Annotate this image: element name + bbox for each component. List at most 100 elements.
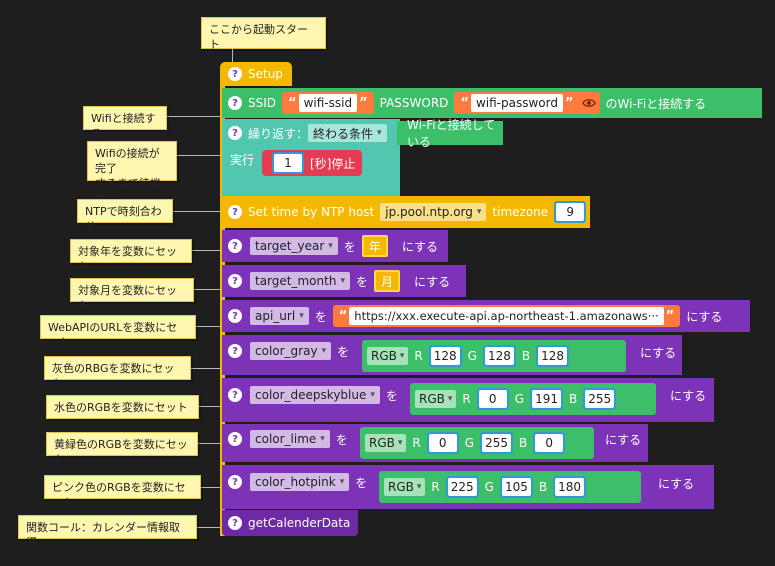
variable-dropdown[interactable]: color_deepskyblue [250, 386, 380, 404]
eye-icon[interactable] [581, 96, 596, 110]
wifi-connect-block[interactable]: ? SSID “wifi-ssid” PASSWORD “wifi-passwo… [222, 88, 762, 118]
rgb-dropdown[interactable]: RGB [365, 434, 407, 452]
help-icon[interactable]: ? [228, 344, 242, 358]
set-target-year-block[interactable]: ? target_year を 年 にする [222, 230, 448, 262]
g-value[interactable]: 191 [532, 390, 561, 408]
repeat-header: ? 繰り返す： 終わる条件 [222, 121, 387, 145]
g-value[interactable]: 105 [501, 478, 531, 496]
note-pink[interactable]: ピンク色のRGBを変数にセット [44, 475, 201, 509]
r-value[interactable]: 0 [478, 390, 507, 408]
b-value[interactable]: 128 [538, 347, 568, 365]
password-string[interactable]: “wifi-password” [454, 92, 600, 114]
note-year[interactable]: 対象年を変数にセット [70, 239, 192, 273]
b-value[interactable]: 0 [535, 434, 564, 452]
to-label: を [355, 274, 368, 289]
to-label: を [314, 309, 327, 324]
ntp-block[interactable]: ? Set time by NTP host jp.pool.ntp.org t… [222, 196, 590, 228]
r-label: R [412, 436, 421, 450]
year-value-block[interactable]: 年 [361, 235, 388, 257]
variable-dropdown[interactable]: color_lime [250, 430, 330, 448]
help-icon[interactable]: ? [228, 96, 242, 110]
api-url-string[interactable]: “https://xxx.execute-api.ap-northeast-1.… [332, 305, 681, 327]
variable-dropdown[interactable]: target_month [250, 272, 350, 290]
setup-block[interactable]: ? Setup [220, 62, 292, 86]
repeat-mode-dropdown[interactable]: 終わる条件 [308, 124, 387, 142]
to-label: を [355, 475, 368, 490]
get-calender-data-call[interactable]: ? getCalenderData [222, 510, 358, 536]
b-value[interactable]: 255 [585, 390, 615, 408]
b-value[interactable]: 180 [555, 478, 585, 496]
help-icon[interactable]: ? [228, 126, 242, 140]
start-comment[interactable]: ここから起動スタート [201, 17, 326, 51]
rgb-block-lime[interactable]: RGB R 0 G 255 B 0 [360, 427, 594, 459]
variable-dropdown[interactable]: target_year [250, 237, 338, 255]
rgb-dropdown[interactable]: RGB [367, 347, 409, 365]
note-gray[interactable]: 灰色のRBGを変数にセット [44, 356, 191, 390]
set-api-url-block[interactable]: ? api_url を “https://xxx.execute-api.ap-… [222, 300, 750, 332]
r-value[interactable]: 0 [428, 434, 457, 452]
help-icon[interactable]: ? [228, 205, 242, 219]
wifi-suffix: のWi-Fiと接続する [605, 96, 707, 111]
note-wait[interactable]: Wifiの接続が完了 するまで待機する [87, 141, 177, 205]
note-lime[interactable]: 黄緑色のRGBを変数にセット [46, 432, 198, 466]
r-label: R [431, 480, 440, 494]
b-label: B [518, 436, 528, 450]
help-icon[interactable]: ? [228, 388, 242, 402]
timezone-number[interactable]: 9 [554, 201, 587, 223]
color-deepskyblue-row: ? color_deepskyblue を [228, 386, 404, 404]
note-url[interactable]: WebAPIのURLを変数にセット [40, 315, 196, 349]
g-label: G [484, 480, 494, 494]
g-label: G [467, 349, 477, 363]
r-value[interactable]: 128 [430, 347, 460, 365]
rgb-dropdown[interactable]: RGB [384, 478, 426, 496]
variable-dropdown[interactable]: api_url [250, 307, 309, 325]
set-target-month-block[interactable]: ? target_month を 月 にする [222, 265, 466, 297]
timezone-label: timezone [492, 205, 549, 219]
r-value[interactable]: 225 [447, 478, 477, 496]
rgb-block-hotpink[interactable]: RGB R 225 G 105 B 180 [379, 471, 641, 503]
g-value[interactable]: 255 [482, 434, 511, 452]
b-label: B [538, 480, 548, 494]
g-value[interactable]: 128 [484, 347, 514, 365]
condition-label: Wi-Fiと接続している [407, 118, 496, 149]
color-gray-row: ? color_gray を [228, 342, 355, 360]
help-icon[interactable]: ? [228, 274, 242, 288]
do-label: 実行 [226, 150, 255, 168]
call-label: getCalenderData [248, 516, 351, 530]
wifi-connected-condition[interactable]: Wi-Fiと接続している [397, 118, 503, 149]
ssid-string[interactable]: “wifi-ssid” [282, 92, 374, 114]
note-call[interactable]: 関数コール：カレンダー情報取得 [18, 515, 197, 549]
variable-dropdown[interactable]: color_gray [250, 342, 332, 360]
help-icon[interactable]: ? [228, 475, 242, 489]
password-field[interactable]: wifi-password [470, 94, 563, 112]
suffix-label: にする [686, 309, 723, 324]
api-url-field[interactable]: https://xxx.execute-api.ap-northeast-1.a… [349, 307, 664, 325]
timezone-value[interactable]: 9 [556, 203, 585, 221]
note-wifi[interactable]: Wifiと接続する [83, 106, 167, 140]
variable-dropdown[interactable]: color_hotpink [250, 473, 350, 491]
rgb-block-gray[interactable]: RGB R 128 G 128 B 128 [362, 340, 626, 372]
r-label: R [414, 349, 423, 363]
wait-block[interactable]: 1 [秒]停止 [262, 150, 362, 176]
note-blue[interactable]: 水色のRGBを変数にセット [46, 395, 199, 419]
help-icon[interactable]: ? [228, 516, 242, 530]
note-month[interactable]: 対象月を変数にセット [70, 278, 194, 312]
month-value-block[interactable]: 月 [373, 270, 400, 292]
help-icon[interactable]: ? [228, 432, 242, 446]
color-lime-row: ? color_lime を [228, 430, 354, 448]
wait-label: [秒]停止 [310, 156, 356, 171]
to-label: を [337, 344, 350, 359]
suffix-label: にする [401, 239, 438, 254]
wait-value[interactable]: 1 [274, 154, 302, 172]
rgb-block-deepskyblue[interactable]: RGB R 0 G 191 B 255 [410, 383, 656, 415]
ssid-field[interactable]: wifi-ssid [298, 94, 358, 112]
g-label: G [514, 392, 525, 406]
help-icon[interactable]: ? [228, 67, 242, 81]
note-ntp[interactable]: NTPで時刻合わせ [77, 199, 173, 233]
rgb-dropdown[interactable]: RGB [415, 390, 457, 408]
help-icon[interactable]: ? [228, 239, 242, 253]
wait-number[interactable]: 1 [272, 152, 304, 174]
help-icon[interactable]: ? [228, 309, 242, 323]
ntp-host-dropdown[interactable]: jp.pool.ntp.org [380, 203, 487, 221]
color-hotpink-row: ? color_hotpink を [228, 473, 373, 491]
